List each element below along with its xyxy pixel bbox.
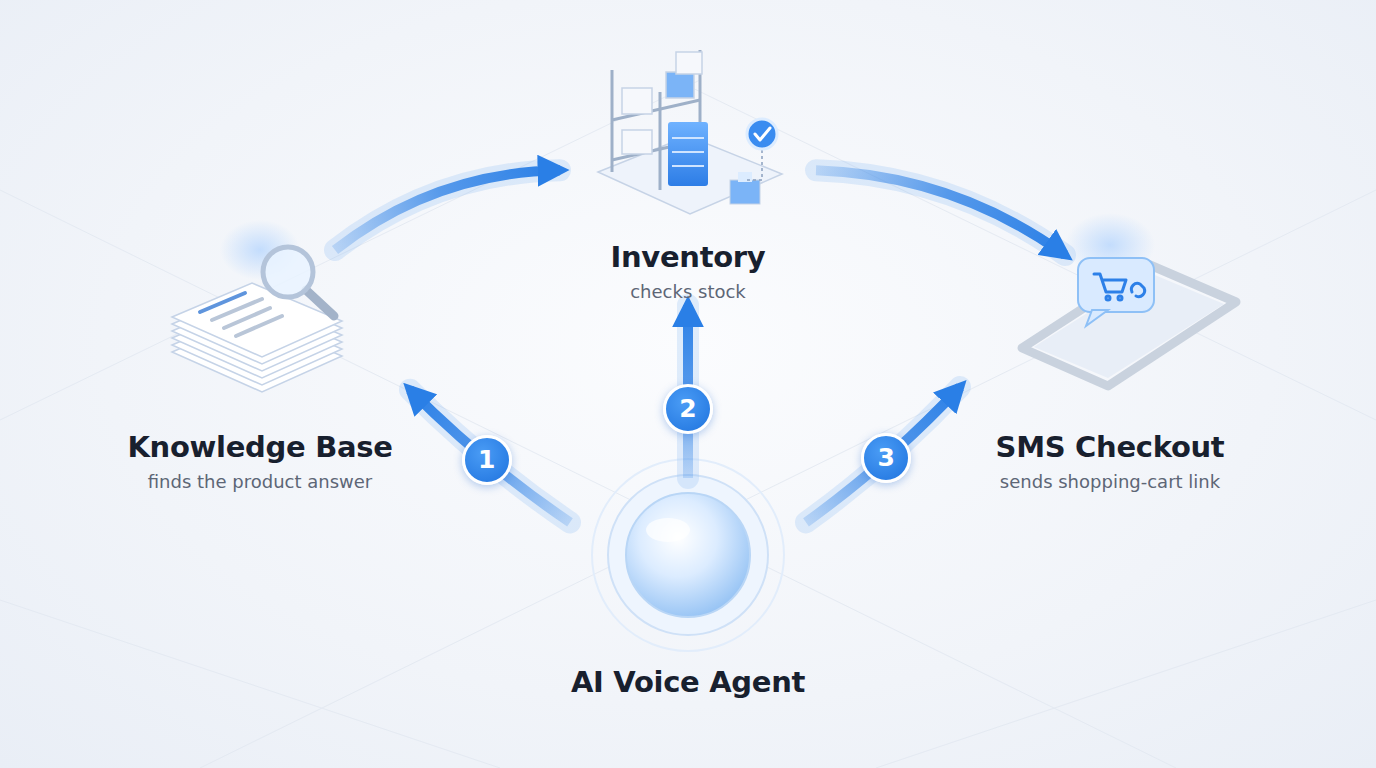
arrow-glow bbox=[410, 390, 570, 523]
node-subtitle: checks stock bbox=[630, 279, 746, 305]
flow-arrow bbox=[816, 170, 1065, 255]
inventory-node: Inventory checks stock bbox=[560, 60, 816, 305]
inventory-icon bbox=[598, 50, 782, 214]
node-subtitle: sends shopping-cart link bbox=[1000, 469, 1220, 495]
flow-arrow bbox=[410, 390, 570, 523]
agent-node: AI Voice Agent bbox=[570, 478, 806, 700]
node-title: SMS Checkout bbox=[996, 429, 1225, 465]
sms-checkout-node: SMS Checkout sends shopping-cart link bbox=[960, 255, 1260, 495]
arrow-line bbox=[335, 170, 560, 250]
callout-number: 2 bbox=[663, 384, 713, 434]
arrow-line bbox=[806, 387, 960, 522]
arrow-glow bbox=[335, 170, 560, 250]
arrow-glow bbox=[816, 170, 1065, 255]
flow-arrow bbox=[335, 170, 560, 250]
arrow-line bbox=[816, 170, 1065, 255]
knowledge-base-icon bbox=[172, 220, 342, 392]
callout-number: 3 bbox=[861, 433, 911, 483]
arrow-line bbox=[410, 390, 570, 523]
node-subtitle: finds the product answer bbox=[148, 469, 373, 495]
node-title: Knowledge Base bbox=[127, 429, 392, 465]
knowledge-base-node: Knowledge Base finds the product answer bbox=[110, 250, 410, 495]
background-grid bbox=[0, 80, 1376, 768]
callout-number: 1 bbox=[462, 435, 512, 485]
node-title: Inventory bbox=[611, 239, 766, 275]
flow-arrow bbox=[806, 387, 960, 522]
arrow-glow bbox=[806, 387, 960, 522]
node-title: AI Voice Agent bbox=[571, 664, 805, 700]
